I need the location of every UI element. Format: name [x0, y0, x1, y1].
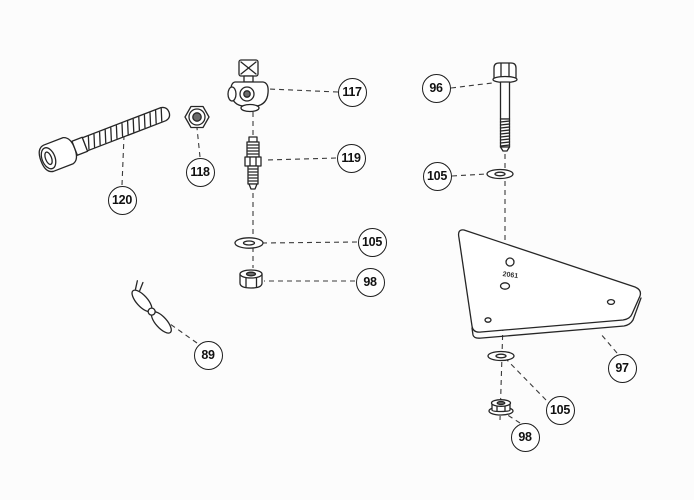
callout-label: 96 [429, 81, 443, 95]
hex-bolt-96 [492, 62, 518, 152]
retainer-clip-89 [131, 280, 172, 334]
callout-label: 119 [341, 151, 361, 165]
callout-label: 97 [615, 361, 629, 375]
callout-label: 118 [190, 165, 210, 179]
threaded-stud-119 [244, 136, 262, 190]
bracket-plate-97: 2061 [457, 229, 642, 339]
callout-label: 98 [363, 275, 377, 289]
callout-119: 119 [336, 143, 366, 173]
washer-105-right-top [486, 168, 514, 180]
plate-stamp-text: 2061 [502, 271, 519, 280]
callout-97: 97 [607, 353, 637, 383]
lock-nut-98-bottom [488, 399, 514, 416]
callout-label: 105 [550, 403, 570, 417]
callout-118: 118 [185, 157, 215, 187]
callout-105-bottom: 105 [545, 395, 575, 425]
fitting-117 [227, 59, 269, 113]
callout-label: 105 [427, 169, 447, 183]
callout-label: 89 [201, 348, 215, 362]
washer-105-left [234, 237, 264, 249]
callout-89: 89 [193, 340, 223, 370]
callout-120: 120 [107, 185, 137, 215]
callout-label: 120 [112, 193, 132, 207]
callout-98-bottom: 98 [510, 422, 540, 452]
callout-98-left: 98 [355, 267, 385, 297]
plate-logo-mark [505, 257, 515, 267]
callout-label: 105 [362, 235, 382, 249]
callout-label: 98 [518, 430, 532, 444]
lock-nut-98-left [239, 269, 263, 289]
callout-label: 117 [342, 85, 362, 99]
callout-117: 117 [337, 77, 367, 107]
washer-105-right-bottom [487, 350, 515, 362]
cap-screw-120 [38, 106, 171, 173]
callout-105-left: 105 [357, 227, 387, 257]
callout-105-mid: 105 [422, 161, 452, 191]
hex-nut-118 [184, 105, 210, 129]
callout-96: 96 [421, 73, 451, 103]
